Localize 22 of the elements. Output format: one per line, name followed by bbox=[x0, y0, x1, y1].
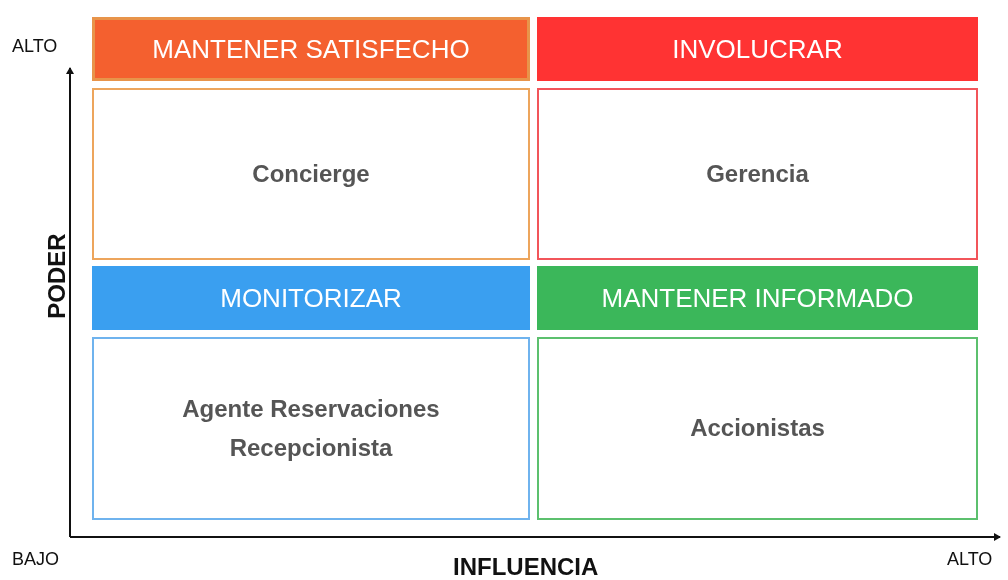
stakeholder-name: Gerencia bbox=[706, 158, 809, 189]
quadrant-box bbox=[92, 88, 530, 260]
axis-label: ALTO bbox=[947, 549, 993, 570]
quadrant-header bbox=[537, 17, 978, 81]
axis-title: PODER bbox=[42, 233, 71, 319]
quadrant-header bbox=[537, 266, 978, 330]
quadrant-header bbox=[92, 17, 530, 81]
axis-label: BAJO bbox=[12, 549, 59, 570]
quadrant-box bbox=[537, 88, 978, 260]
stakeholder-name: Recepcionista bbox=[229, 432, 393, 463]
stakeholder-name: Accionistas bbox=[690, 413, 825, 444]
quadrant-box bbox=[537, 337, 978, 520]
quadrant-title: MANTENER SATISFECHO bbox=[152, 33, 470, 65]
axis-title: INFLUENCIA bbox=[453, 553, 599, 580]
quadrant-title: MANTENER INFORMADO bbox=[601, 282, 914, 314]
quadrant-title: INVOLUCRAR bbox=[672, 33, 843, 65]
stakeholder-name: Agente Reservaciones bbox=[182, 394, 440, 425]
quadrant-header bbox=[92, 266, 530, 330]
stakeholder-name: Concierge bbox=[252, 158, 370, 189]
quadrant-title: MONITORIZAR bbox=[220, 282, 402, 314]
quadrant-box bbox=[92, 337, 530, 520]
axis-label: ALTO bbox=[12, 36, 58, 57]
